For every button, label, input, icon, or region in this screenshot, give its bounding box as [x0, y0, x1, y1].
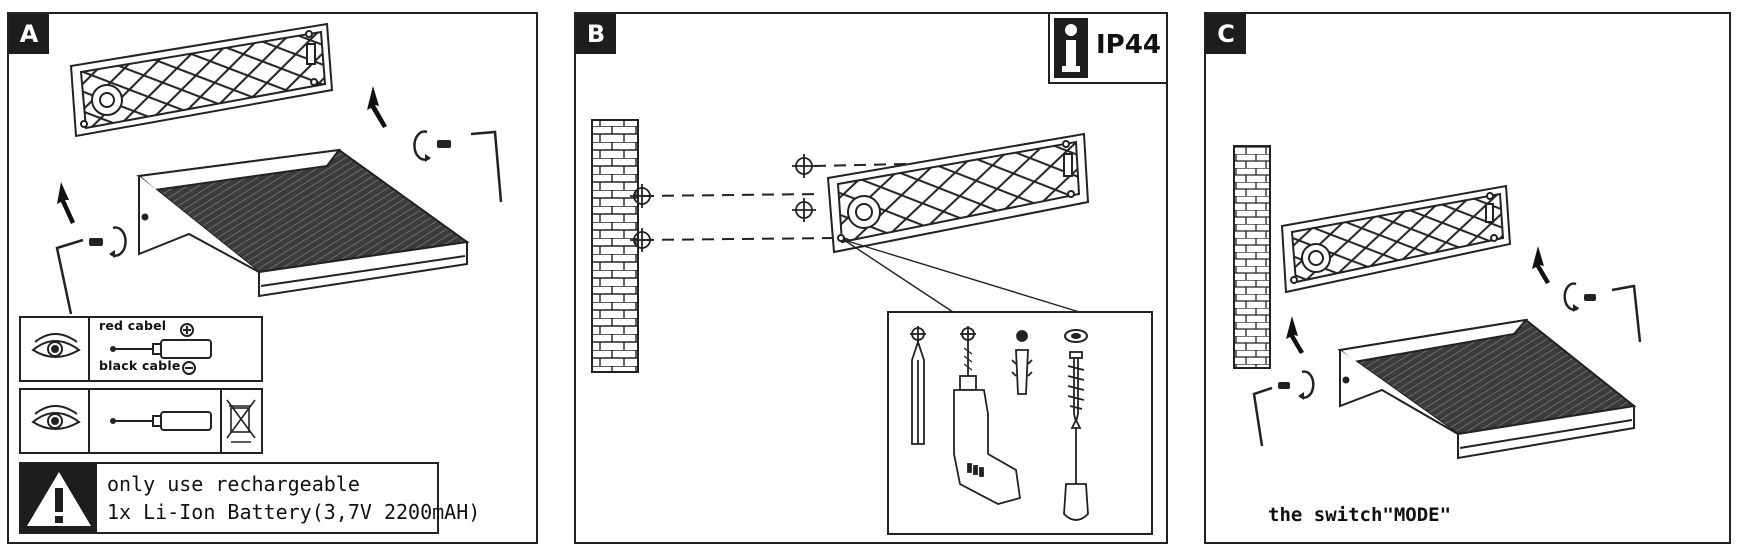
- brick-wall-icon: [591, 119, 639, 373]
- crosshair-icon: [630, 228, 654, 252]
- mode-switch-caption: the switch"MODE": [1268, 504, 1452, 526]
- mounting-plate: [1280, 184, 1512, 294]
- panel-a: A: [7, 12, 538, 544]
- arrow-up-icon: [1532, 246, 1550, 284]
- screwdriver-icon: [1063, 417, 1089, 521]
- leader-lines: [843, 239, 1087, 315]
- warning-line-2: 1x Li-Ion Battery(3,7V 2200mAH): [107, 500, 481, 524]
- eye-icon: [31, 405, 81, 430]
- screw-icon: [1563, 282, 1596, 312]
- arrow-up-icon: [1286, 316, 1304, 354]
- panel-b-illustration: [591, 119, 1153, 535]
- screw-icon: [89, 226, 127, 258]
- wall-plug-icon: [1011, 330, 1033, 395]
- minus-sign-icon: [182, 361, 196, 375]
- panel-label-a: A: [9, 14, 49, 54]
- hex-key-icon: [55, 238, 84, 315]
- crosshair-icon: [792, 154, 816, 178]
- mounting-plate: [826, 132, 1090, 254]
- arrow-up-icon: [57, 182, 75, 224]
- battery-disposal-box: [19, 388, 263, 454]
- washer-icon: [1064, 329, 1088, 343]
- brick-wall-icon: [1233, 145, 1271, 369]
- screw-icon: [1067, 351, 1085, 423]
- arrow-up-icon: [367, 86, 387, 128]
- hex-key-icon: [470, 130, 503, 203]
- eye-icon: [31, 333, 81, 358]
- battery-icon: [110, 339, 212, 359]
- pencil-icon: [910, 326, 926, 445]
- panel-a-illustration: [55, 22, 503, 315]
- red-cable-label: red cabel: [99, 318, 167, 333]
- ip-rating-label: IP44: [1096, 30, 1161, 60]
- battery-disposal-art: [31, 390, 256, 452]
- black-cable-label: black cable: [99, 358, 181, 373]
- warning-icon: [27, 472, 91, 526]
- crosshair-icon: [792, 198, 816, 222]
- panel-c-illustration: [1233, 145, 1642, 460]
- drill-guide-lines: [641, 163, 907, 241]
- mounting-plate: [69, 22, 334, 138]
- warning-icon-block: [21, 464, 97, 532]
- battery-polarity-box: red cabel black cable: [19, 316, 263, 382]
- ip-rating-box: IP44: [1048, 14, 1166, 84]
- panel-label-c: C: [1206, 14, 1246, 54]
- hex-key-icon: [1252, 386, 1273, 447]
- battery-polarity-art: [31, 318, 212, 380]
- battery-warning-box: only use rechargeable 1x Li-Ion Battery(…: [19, 462, 480, 534]
- panel-b: B IP44: [574, 12, 1168, 544]
- panel-c: C: [1204, 12, 1731, 544]
- screw-icon: [413, 130, 451, 162]
- solar-light-body: [1337, 318, 1637, 460]
- crossed-bin-icon: [226, 399, 256, 443]
- drill-icon: [953, 326, 1022, 505]
- plus-sign-icon: [180, 323, 194, 337]
- tools-box: [887, 311, 1153, 535]
- solar-light-body: [136, 148, 470, 298]
- battery-icon: [110, 411, 212, 431]
- crosshair-icon: [630, 184, 654, 208]
- warning-line-1: only use rechargeable: [107, 472, 360, 496]
- info-icon: [1054, 18, 1088, 78]
- screw-icon: [1278, 370, 1315, 400]
- hex-key-icon: [1611, 284, 1642, 343]
- panel-label-b: B: [576, 14, 616, 54]
